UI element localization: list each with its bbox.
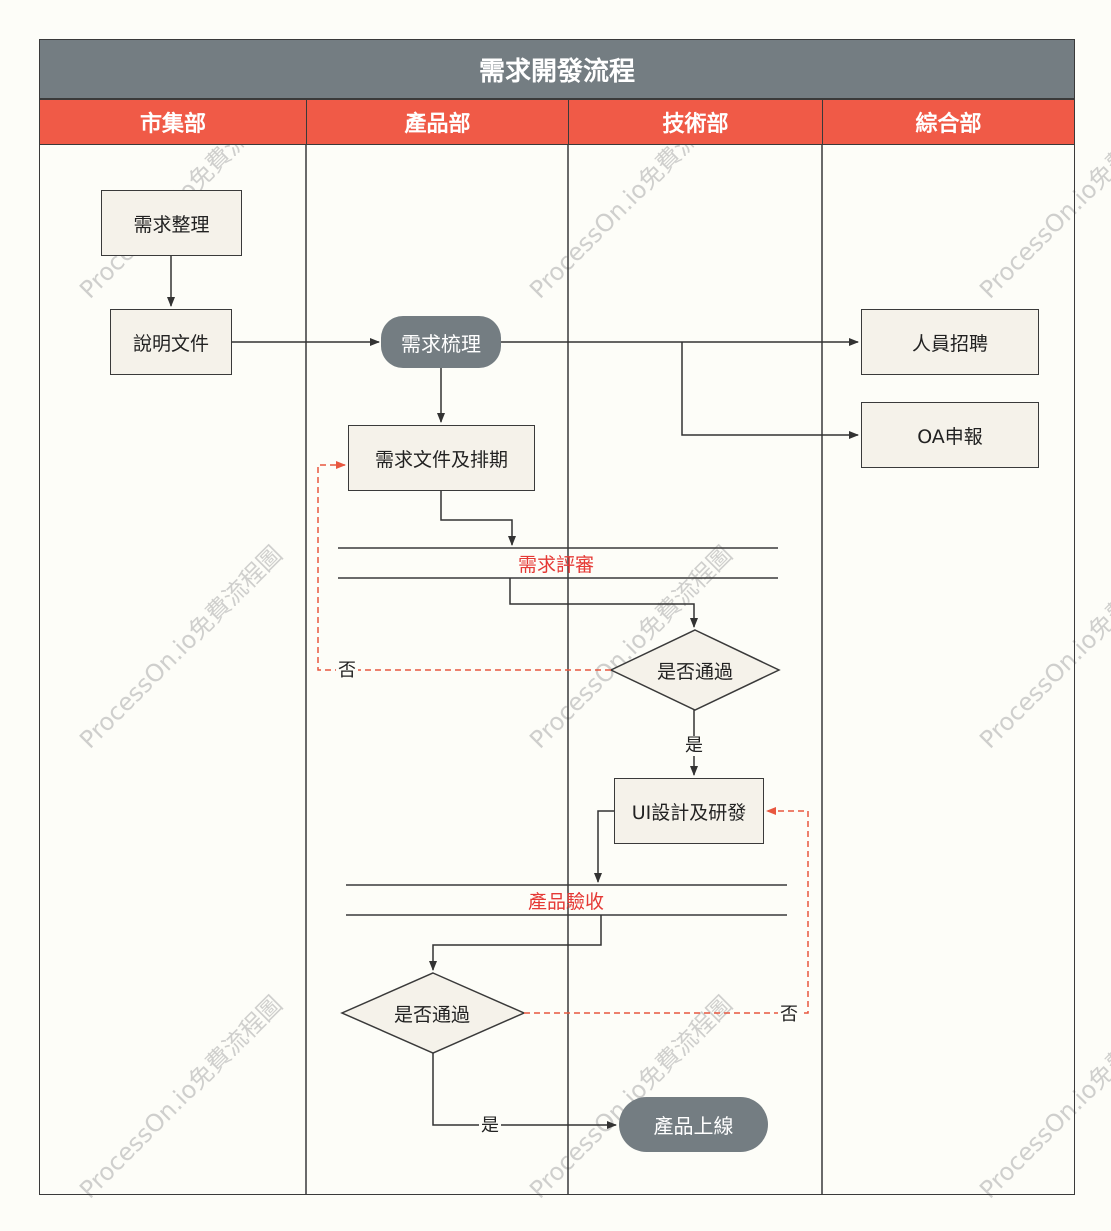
decision-diamond-1	[609, 629, 781, 711]
edge-label-no-1: 否	[336, 660, 358, 681]
arrow-pass2-no	[524, 807, 809, 1014]
node-product-launch: 產品上線	[619, 1097, 768, 1152]
lane-header-market: 市集部	[39, 99, 307, 145]
edge-label-yes-1: 是	[683, 735, 705, 756]
arrow-accept-to-pass2	[429, 915, 602, 971]
lane-header-product: 產品部	[306, 99, 569, 145]
node-staff-recruitment: 人員招聘	[861, 309, 1039, 375]
arrow-pass1-no	[317, 461, 611, 671]
lane-header-tech: 技術部	[568, 99, 823, 145]
node-ui-design-dev: UI設計及研發	[614, 778, 764, 844]
arrow-pass2-yes	[432, 1053, 617, 1129]
decision-label-1: 是否通過	[656, 660, 733, 683]
node-requirement-combing: 需求梳理	[381, 316, 501, 368]
separator-product-acceptance: 產品驗收	[527, 891, 604, 913]
edge-label-no-2: 否	[778, 1004, 800, 1025]
lane-header-admin: 綜合部	[822, 99, 1075, 145]
arrow-uidev-to-accept	[594, 810, 614, 883]
edge-label-yes-2: 是	[479, 1115, 501, 1136]
node-requirement-sorting: 需求整理	[101, 190, 242, 256]
node-description-document: 說明文件	[110, 309, 232, 375]
arrow-comb-to-oa	[681, 342, 859, 439]
arrow-reqdoc-to-review	[440, 491, 516, 546]
node-requirement-doc-schedule: 需求文件及排期	[348, 425, 535, 491]
diagram-title: 需求開發流程	[39, 39, 1075, 99]
arrow-review-to-pass1	[509, 578, 698, 628]
node-oa-report: OA申報	[861, 402, 1039, 468]
separator-requirement-review: 需求評審	[517, 554, 594, 576]
decision-label-2: 是否通過	[393, 1003, 470, 1026]
